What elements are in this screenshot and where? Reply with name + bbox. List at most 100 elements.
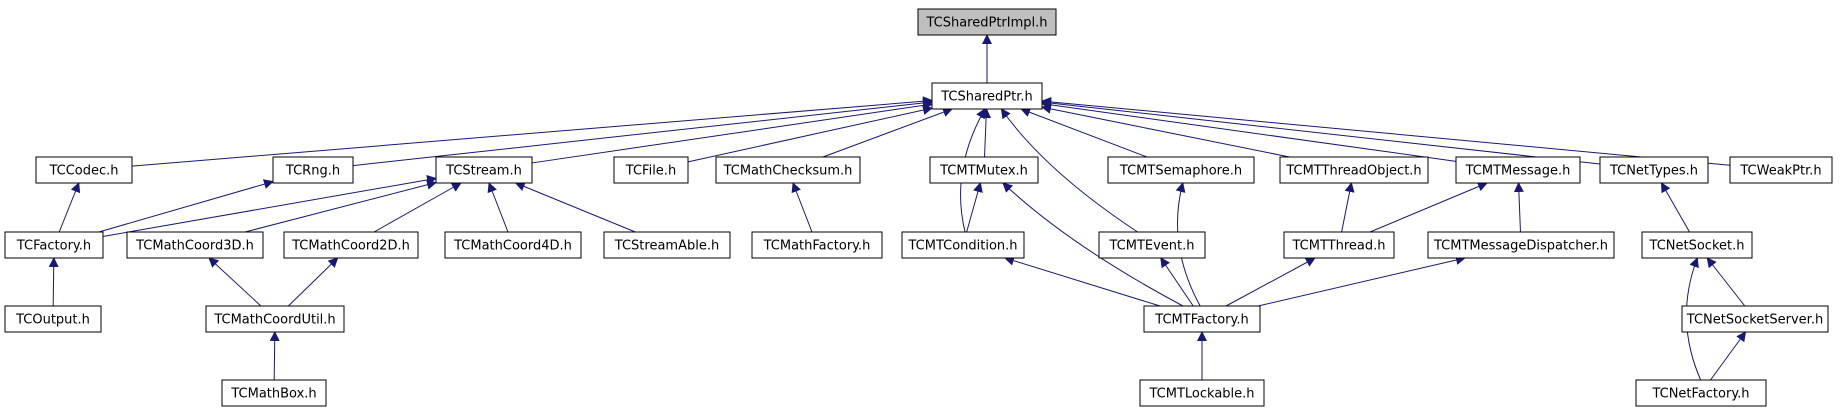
node-netfactory[interactable]: TCNetFactory.h xyxy=(1635,379,1767,407)
node-label: TCSharedPtr.h xyxy=(940,90,1032,105)
node-box xyxy=(1283,231,1395,259)
node-label: TCMTLockable.h xyxy=(1148,387,1254,402)
edge-netsocketserver-to-netsocket xyxy=(1706,257,1746,307)
node-mathchecksum[interactable]: TCMathChecksum.h xyxy=(715,156,861,184)
node-mtthread[interactable]: TCMTThread.h xyxy=(1283,231,1395,259)
edge-codec-to-sharedptr xyxy=(131,96,933,167)
node-nettypes[interactable]: TCNetTypes.h xyxy=(1599,156,1709,184)
edge-mathbox-to-mathcoordutil xyxy=(269,331,280,381)
edge-mtfactory-to-mtmutex xyxy=(1002,182,1184,307)
node-box xyxy=(126,231,264,259)
edge-mtcondition-to-mtmutex xyxy=(966,182,983,233)
node-label: TCMathBox.h xyxy=(230,387,316,402)
edge-mtfactory-to-mtmessagedispatcher xyxy=(1257,255,1466,307)
node-box xyxy=(901,231,1025,259)
node-label: TCFactory.h xyxy=(16,239,91,254)
node-box xyxy=(4,231,104,259)
node-box xyxy=(917,8,1057,36)
node-box xyxy=(1681,305,1829,333)
node-box xyxy=(221,379,327,407)
edge-factory-to-stream xyxy=(102,174,437,237)
node-box xyxy=(603,231,731,259)
node-netsocket[interactable]: TCNetSocket.h xyxy=(1641,231,1753,259)
node-mathcoord3d[interactable]: TCMathCoord3D.h xyxy=(126,231,264,259)
node-box xyxy=(35,156,133,184)
edge-stream-to-sharedptr xyxy=(531,100,933,164)
node-mtthreadobject[interactable]: TCMTThreadObject.h xyxy=(1279,156,1429,184)
edge-mtfactory-to-mtthread xyxy=(1225,257,1316,307)
node-stream[interactable]: TCStream.h xyxy=(435,156,533,184)
edge-mtsemaphore-to-sharedptr xyxy=(1020,107,1148,158)
node-rng[interactable]: TCRng.h xyxy=(272,156,354,184)
node-label: TCNetFactory.h xyxy=(1651,387,1749,402)
node-mtlockable[interactable]: TCMTLockable.h xyxy=(1139,379,1265,407)
node-label: TCMathCoord4D.h xyxy=(453,239,572,254)
node-box xyxy=(1139,379,1265,407)
edge-mtfactory-to-mtevent xyxy=(1160,257,1194,307)
node-mathcoordutil[interactable]: TCMathCoordUtil.h xyxy=(205,305,345,333)
node-label: TCNetSocket.h xyxy=(1649,239,1745,254)
node-box xyxy=(931,82,1043,110)
node-mathfactory[interactable]: TCMathFactory.h xyxy=(751,231,883,259)
node-label: TCMTCondition.h xyxy=(907,239,1017,254)
node-mtmutex[interactable]: TCMTMutex.h xyxy=(929,156,1039,184)
node-output[interactable]: TCOutput.h xyxy=(4,305,102,333)
node-label: TCMathCoordUtil.h xyxy=(213,313,335,328)
edge-factory-to-rng xyxy=(98,179,274,233)
node-factory[interactable]: TCFactory.h xyxy=(4,231,104,259)
edge-mtevent-to-sharedptr xyxy=(1000,108,1138,233)
node-mathbox[interactable]: TCMathBox.h xyxy=(221,379,327,407)
node-label: TCMTEvent.h xyxy=(1108,239,1194,254)
node-label: TCFile.h xyxy=(625,164,676,179)
node-mathcoord2d[interactable]: TCMathCoord2D.h xyxy=(283,231,419,259)
node-mathcoord4d[interactable]: TCMathCoord4D.h xyxy=(444,231,582,259)
node-mtmessage[interactable]: TCMTMessage.h xyxy=(1455,156,1581,184)
node-label: TCSharedPtrImpl.h xyxy=(925,16,1047,31)
node-sharedptrimpl: TCSharedPtrImpl.h xyxy=(917,8,1057,36)
node-box xyxy=(1729,156,1833,184)
node-box xyxy=(205,305,345,333)
node-mtfactory[interactable]: TCMTFactory.h xyxy=(1143,305,1261,333)
node-box xyxy=(1143,305,1261,333)
node-label: TCOutput.h xyxy=(15,313,90,328)
node-box xyxy=(272,156,354,184)
node-label: TCStreamAble.h xyxy=(614,239,719,254)
node-label: TCMTFactory.h xyxy=(1154,313,1248,328)
node-box xyxy=(1098,231,1206,259)
edge-mathchecksum-to-sharedptr xyxy=(822,107,953,158)
node-label: TCMathChecksum.h xyxy=(723,164,853,179)
node-box xyxy=(283,231,419,259)
node-mtmessagedispatcher[interactable]: TCMTMessageDispatcher.h xyxy=(1427,231,1615,259)
node-label: TCMTMutex.h xyxy=(939,164,1028,179)
node-box xyxy=(1427,231,1615,259)
node-box xyxy=(1107,156,1255,184)
edge-mathcoord4d-to-stream xyxy=(487,182,509,233)
node-codec[interactable]: TCCodec.h xyxy=(35,156,133,184)
node-label: TCNetSocketServer.h xyxy=(1686,313,1823,328)
edge-mathcoordutil-to-mathcoord3d xyxy=(208,257,262,307)
node-weakptr[interactable]: TCWeakPtr.h xyxy=(1729,156,1833,184)
edge-mathcoord2d-to-stream xyxy=(373,182,462,233)
node-box xyxy=(751,231,883,259)
edge-mathcoordutil-to-mathcoord2d xyxy=(288,257,339,307)
node-box xyxy=(929,156,1039,184)
node-netsocketserver[interactable]: TCNetSocketServer.h xyxy=(1681,305,1829,333)
node-label: TCNetTypes.h xyxy=(1609,164,1698,179)
node-mtsemaphore[interactable]: TCMTSemaphore.h xyxy=(1107,156,1255,184)
edge-mtmessagedispatcher-to-mtmessage xyxy=(1513,182,1524,233)
node-file[interactable]: TCFile.h xyxy=(613,156,689,184)
edge-mtmutex-to-sharedptr xyxy=(981,108,992,158)
node-label: TCMTMessageDispatcher.h xyxy=(1433,239,1608,254)
node-box xyxy=(444,231,582,259)
node-mtcondition[interactable]: TCMTCondition.h xyxy=(901,231,1025,259)
edge-weakptr-to-sharedptr xyxy=(1041,96,1731,166)
edge-output-to-factory xyxy=(48,257,59,307)
edge-nettypes-to-sharedptr xyxy=(1041,98,1601,165)
edge-mtthreadobject-to-sharedptr xyxy=(1041,103,1290,158)
edge-streamable-to-stream xyxy=(514,181,636,233)
node-streamable[interactable]: TCStreamAble.h xyxy=(603,231,731,259)
node-sharedptr[interactable]: TCSharedPtr.h xyxy=(931,82,1043,110)
node-label: TCStream.h xyxy=(445,164,522,179)
node-mtevent[interactable]: TCMTEvent.h xyxy=(1098,231,1206,259)
